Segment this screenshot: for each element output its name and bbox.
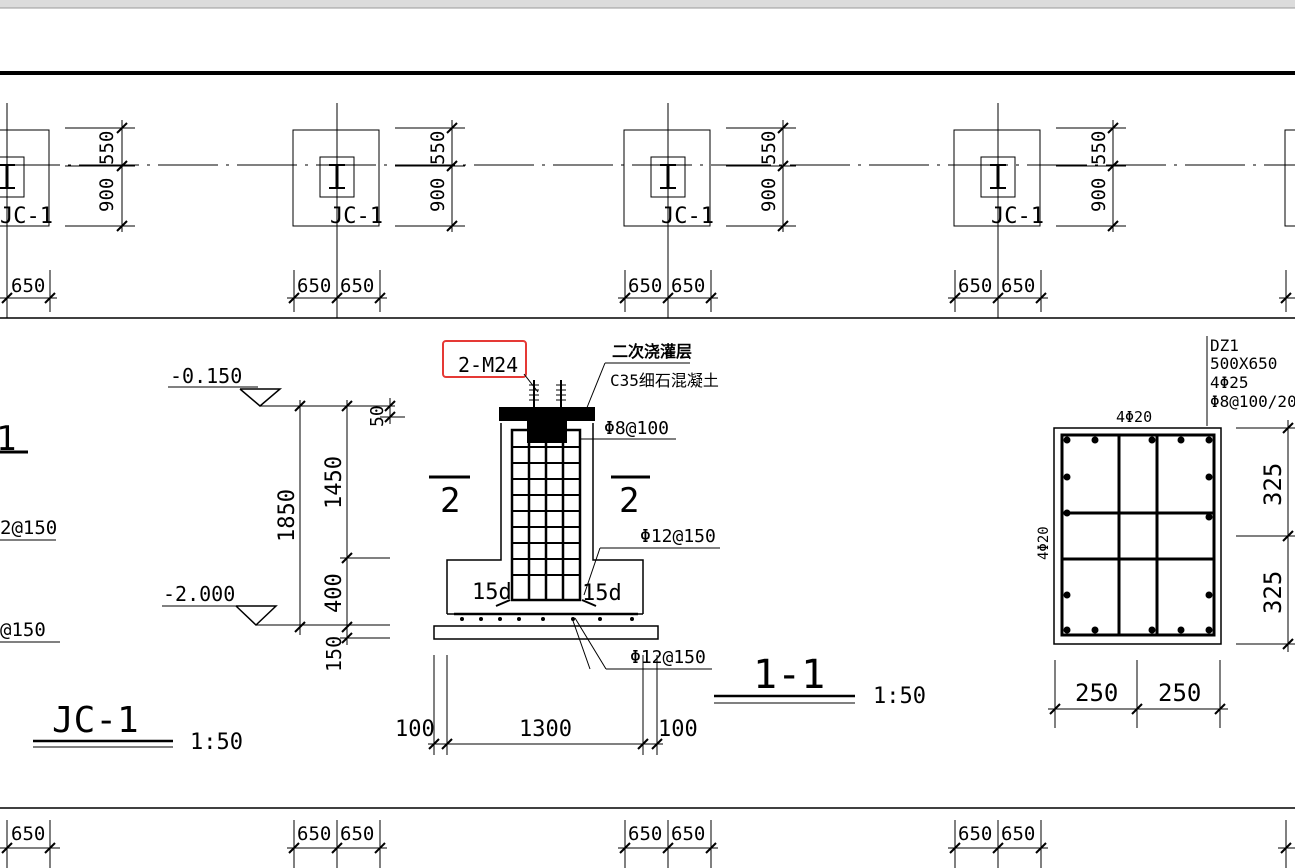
bottom-rebar-note: Φ12@150 bbox=[630, 647, 706, 668]
plan-label-jc1: JC-1 bbox=[0, 204, 53, 229]
bottom-plan-dims: 650 650 650 650 650 650 650 bbox=[0, 820, 1295, 868]
dz1-dim-h1: 325 bbox=[1259, 463, 1287, 506]
left-rebar-b: @150 bbox=[0, 619, 46, 641]
plan-label-jc1: JC-1 bbox=[661, 204, 714, 229]
grout-note-2: C35细石混凝土 bbox=[610, 371, 719, 390]
dz1-size: 500X650 bbox=[1210, 354, 1277, 373]
left-title: JC-1 bbox=[52, 700, 139, 741]
bottom-dim-650: 650 bbox=[628, 823, 662, 845]
section-title: 1-1 bbox=[753, 652, 825, 698]
dim-1300: 1300 bbox=[519, 717, 572, 742]
dz1-side-bars: 4Φ20 bbox=[1036, 526, 1052, 560]
plan-dim-650: 650 bbox=[340, 275, 374, 297]
plan-labels: JC-1 JC-1 JC-1 JC-1 650 650 650 650 650 … bbox=[0, 131, 1110, 297]
plan-label-jc1: JC-1 bbox=[991, 204, 1044, 229]
bottom-dim-650: 650 bbox=[340, 823, 374, 845]
column-dz1-section: DZ1 500X650 4Φ25 Φ8@100/20 4Φ20 4Φ20 250… bbox=[1036, 336, 1295, 728]
plan-dim-650: 650 bbox=[11, 275, 45, 297]
foundation-plan-unit bbox=[0, 103, 135, 318]
dim-100-left: 100 bbox=[395, 717, 435, 742]
plan-dim-550: 550 bbox=[1088, 131, 1110, 165]
bottom-dim-650: 650 bbox=[11, 823, 45, 845]
dim-150: 150 bbox=[322, 636, 346, 672]
plan-dim-650: 650 bbox=[671, 275, 705, 297]
bottom-dim-650: 650 bbox=[958, 823, 992, 845]
foundation-plan-unit bbox=[948, 103, 1126, 318]
foundation-plan-unit bbox=[618, 103, 796, 318]
dim-100-right: 100 bbox=[658, 717, 698, 742]
elev-top: -0.150 bbox=[170, 364, 242, 388]
dz1-dim-h2: 325 bbox=[1259, 571, 1287, 614]
dz1-stirrup: Φ8@100/20 bbox=[1210, 392, 1295, 411]
dim-50: 50 bbox=[367, 405, 388, 427]
plan-dim-550: 550 bbox=[96, 131, 118, 165]
window-top-bar bbox=[0, 0, 1295, 8]
plan-dim-550: 550 bbox=[758, 131, 780, 165]
plan-dim-900: 900 bbox=[1088, 178, 1110, 212]
plan-label-jc1: JC-1 bbox=[330, 204, 383, 229]
bottom-dim-650: 650 bbox=[297, 823, 331, 845]
plan-dim-650: 650 bbox=[1001, 275, 1035, 297]
anchor-right: 15d bbox=[582, 581, 622, 606]
plan-dim-900: 900 bbox=[758, 178, 780, 212]
plan-dim-650: 650 bbox=[297, 275, 331, 297]
cut-mark-right: 2 bbox=[619, 481, 639, 521]
dz1-top-bars: 4Φ20 bbox=[1116, 408, 1152, 426]
left-mark: 1 bbox=[0, 419, 16, 459]
highlight-box bbox=[442, 340, 527, 378]
bottom-dim-650: 650 bbox=[671, 823, 705, 845]
left-partial-section: 1 2@150 @150 JC-1 1:50 bbox=[0, 419, 243, 755]
dz1-name: DZ1 bbox=[1210, 336, 1239, 355]
elevation-dimensions: -0.150 -2.000 1850 1450 400 150 50 bbox=[162, 364, 405, 672]
section-scale: 1:50 bbox=[873, 684, 926, 709]
bottom-dim-650: 650 bbox=[1001, 823, 1035, 845]
stirrup-note: Φ8@100 bbox=[604, 418, 669, 439]
plan-dim-900: 900 bbox=[96, 178, 118, 212]
grout-note-1: 二次浇灌层 bbox=[612, 342, 692, 361]
foundation-plan-unit bbox=[1279, 129, 1295, 312]
side-rebar-note: Φ12@150 bbox=[640, 526, 716, 547]
foundation-plan-unit bbox=[287, 103, 465, 318]
dz1-dim-w1: 250 bbox=[1075, 679, 1118, 707]
left-scale: 1:50 bbox=[190, 730, 243, 755]
dim-1850: 1850 bbox=[275, 489, 300, 542]
dim-400: 400 bbox=[322, 573, 347, 613]
plan-dim-650: 650 bbox=[958, 275, 992, 297]
left-rebar-a: 2@150 bbox=[0, 517, 57, 539]
plan-dim-550: 550 bbox=[427, 131, 449, 165]
dim-1450: 1450 bbox=[322, 456, 347, 509]
section-1-1: 2-M24 二次浇灌层 C35细石混凝土 Φ8@100 2 2 Φ12@150 … bbox=[395, 340, 926, 755]
elev-bottom: -2.000 bbox=[163, 582, 235, 606]
dz1-corner: 4Φ25 bbox=[1210, 373, 1249, 392]
anchor-left: 15d bbox=[472, 580, 512, 605]
plan-dim-900: 900 bbox=[427, 178, 449, 212]
cut-mark-left: 2 bbox=[440, 481, 460, 521]
dz1-dim-w2: 250 bbox=[1158, 679, 1201, 707]
bolt-label: 2-M24 bbox=[458, 353, 518, 377]
plan-dim-650: 650 bbox=[628, 275, 662, 297]
